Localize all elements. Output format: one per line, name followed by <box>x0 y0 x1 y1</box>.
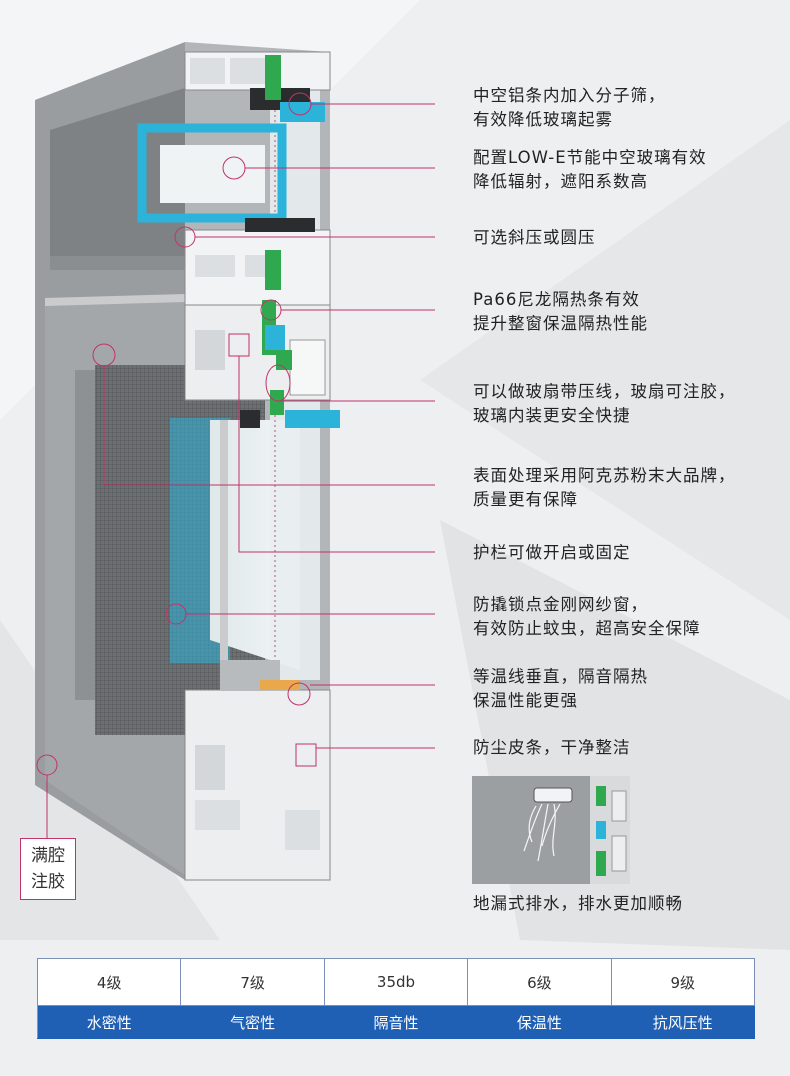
callout-surface-treatment: 表面处理采用阿克苏粉末大品牌，质量更有保障 <box>473 466 736 509</box>
callout-guardrail: 护栏可做开启或固定 <box>473 543 631 562</box>
spec-value: 35db <box>323 958 469 1006</box>
drain-inset-photo <box>472 776 630 884</box>
drain-caption: 地漏式排水，排水更加顺畅 <box>473 894 683 913</box>
callout-sash-bead: 可以做玻扇带压线，玻扇可注胶，玻璃内装更安全快捷 <box>473 382 736 425</box>
spec-name: 隔音性 <box>323 1005 469 1039</box>
spec-name: 水密性 <box>36 1005 182 1039</box>
spec-name: 抗风压性 <box>610 1005 756 1039</box>
full-cavity-glue-label: 满腔 注胶 <box>20 838 76 900</box>
spec-value: 9级 <box>610 958 756 1006</box>
spec-value: 7级 <box>180 958 325 1006</box>
window-section-illustration <box>35 42 435 881</box>
callout-molecular-sieve: 中空铝条内加入分子筛，有效降低玻璃起雾 <box>473 86 666 129</box>
callout-isotherm: 等温线垂直，隔音隔热保温性能更强 <box>473 667 648 710</box>
spec-name: 保温性 <box>467 1005 612 1039</box>
callout-dust-strip: 防尘皮条，干净整洁 <box>473 738 631 757</box>
callout-security-screen: 防撬锁点金刚网纱窗，有效防止蚊虫，超高安全保障 <box>473 595 701 638</box>
callout-low-e-glass: 配置LOW-E节能中空玻璃有效降低辐射，遮阳系数高 <box>473 148 707 191</box>
callout-press-bead: 可选斜压或圆压 <box>473 228 596 247</box>
spec-value: 6级 <box>467 958 612 1006</box>
spec-value: 4级 <box>36 958 182 1006</box>
performance-spec-table: 4级 7级 35db 6级 9级 水密性 气密性 隔音性 保温性 抗风压性 <box>36 958 756 1039</box>
spec-name: 气密性 <box>180 1005 325 1039</box>
callout-pa66-strip: Pa66尼龙隔热条有效提升整窗保温隔热性能 <box>473 290 648 333</box>
